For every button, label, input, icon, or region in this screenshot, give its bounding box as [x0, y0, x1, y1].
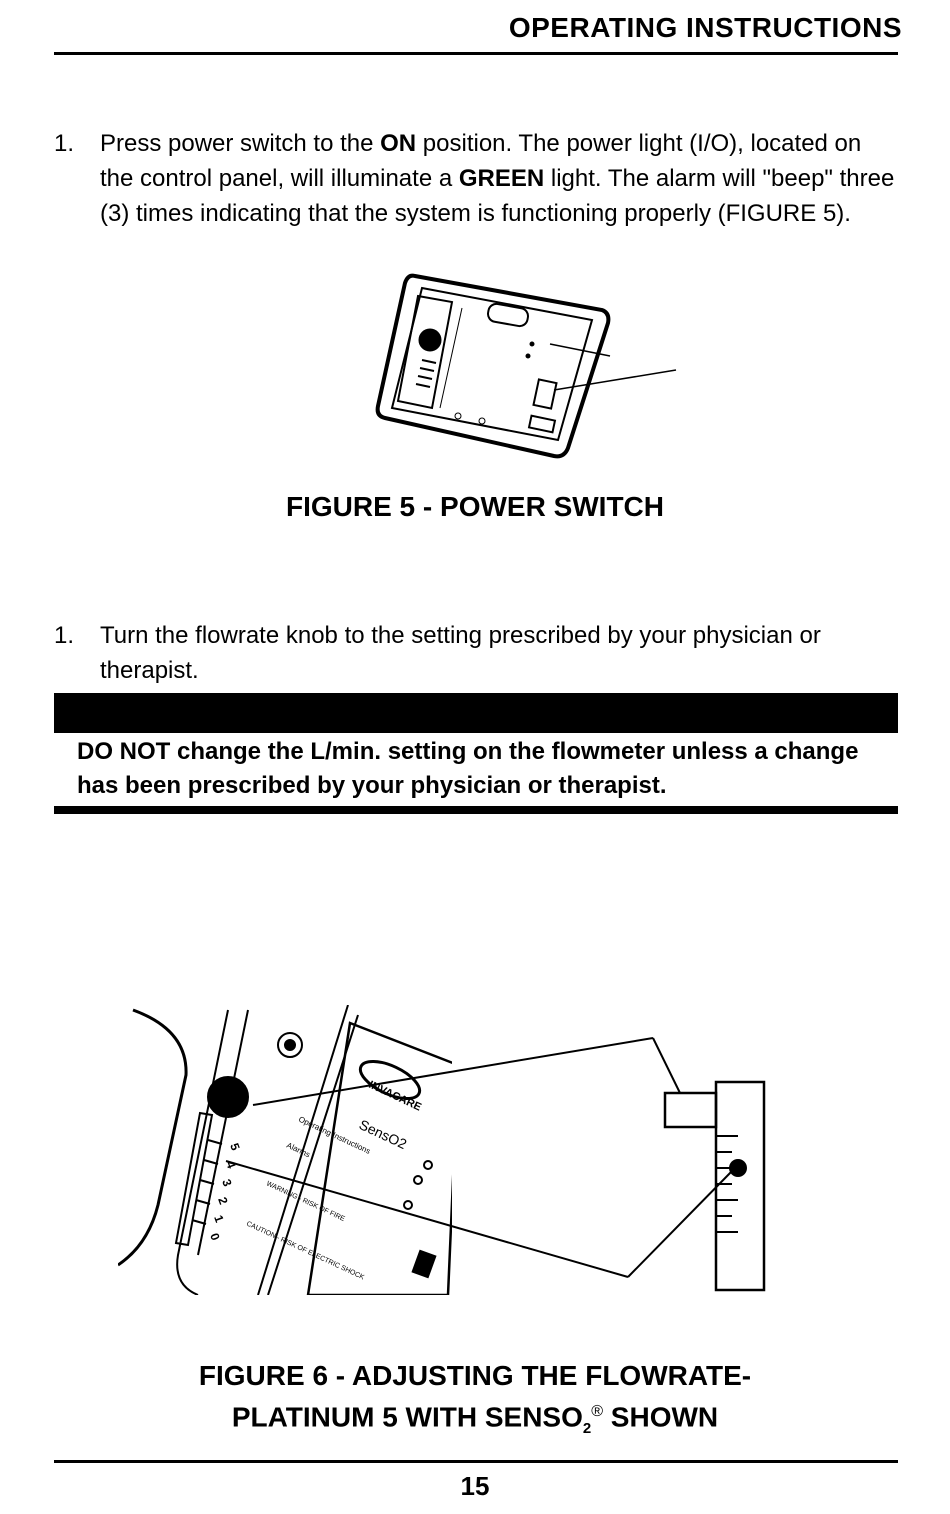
footer-rule — [54, 1460, 898, 1463]
panel-alarms-label: Alarms — [285, 1141, 311, 1160]
panel-shock-caution: CAUTION - RISK OF ELECTRIC SHOCK — [245, 1220, 365, 1281]
page-header-title: OPERATING INSTRUCTIONS — [508, 12, 902, 43]
warning-bottom-rule — [54, 806, 898, 814]
figure-6-flowrate-illustration: INVACARE SensO2 Operating Instructions A… — [118, 1005, 766, 1295]
scale-mark: 2 — [215, 1195, 231, 1206]
scale-mark: 3 — [219, 1177, 235, 1188]
page-number: 15 — [460, 1471, 490, 1501]
step-flowrate: 1. Turn the flowrate knob to the setting… — [54, 618, 900, 688]
scale-mark: 1 — [211, 1213, 227, 1224]
figure-6-caption-line2: PLATINUM 5 WITH SENSO2® SHOWN — [231, 1401, 719, 1437]
warning-banner — [54, 693, 898, 733]
step-text: Press power switch to the ON position. T… — [100, 130, 895, 227]
figure-5-power-switch-illustration — [375, 273, 677, 459]
warning-text: DO NOT change the L/min. setting on the … — [77, 738, 859, 799]
figure-6-caption-line1: FIGURE 6 - ADJUSTING THE FLOWRATE- — [198, 1360, 752, 1391]
header-rule — [54, 52, 898, 55]
step-power-on: 1. Press power switch to the ON position… — [54, 126, 900, 231]
step-number: 1. — [54, 130, 75, 157]
scale-mark: 5 — [227, 1141, 243, 1152]
panel-fire-warning: WARNING - RISK OF FIRE — [265, 1180, 346, 1223]
figure-6-caption: FIGURE 6 - ADJUSTING THE FLOWRATE- PLATI… — [0, 1358, 950, 1447]
scale-mark: 4 — [223, 1159, 239, 1170]
step-text: Turn the flowrate knob to the setting pr… — [100, 622, 821, 684]
figure-5-caption: FIGURE 5 - POWER SWITCH — [286, 491, 664, 522]
step-number: 1. — [54, 622, 75, 649]
scale-mark: 0 — [207, 1231, 223, 1242]
